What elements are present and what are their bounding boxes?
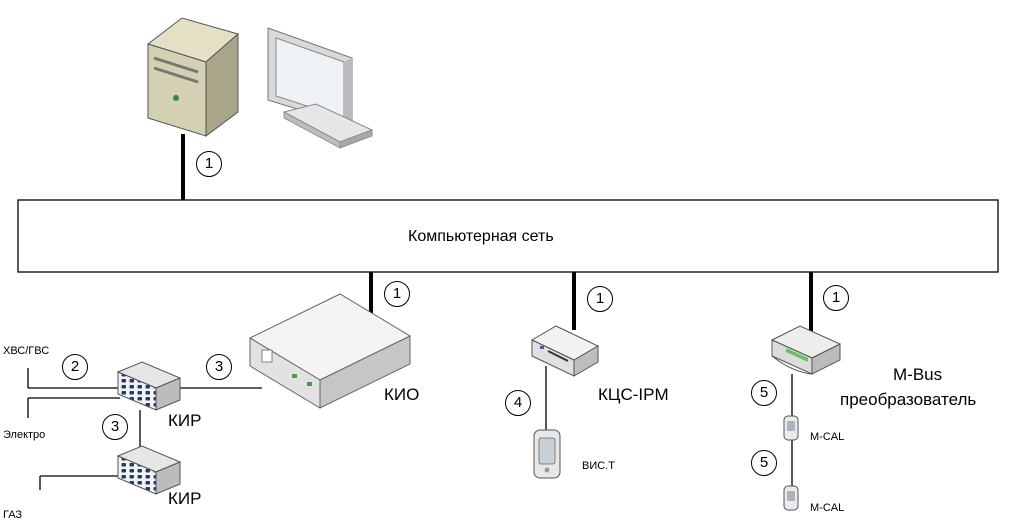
marker-kcs-vis: 4: [505, 390, 531, 416]
kio-label: КИО: [384, 385, 420, 404]
kir-bottom-label: КИР: [168, 489, 202, 508]
mbus-label-line1: M-Bus: [893, 365, 943, 384]
network-bus: [17, 199, 999, 273]
marker-mcal-mcal: 5: [751, 450, 777, 476]
kir-module-icon: [116, 361, 182, 411]
water-input-label: ХВС/ГВС: [3, 345, 50, 357]
kir-top-label: КИР: [168, 411, 202, 430]
monitor-icon: [267, 27, 374, 149]
handheld-icon: [533, 429, 561, 479]
mbus-label-line2: преобразователь: [840, 390, 977, 409]
marker-mbus-mcal: 5: [751, 380, 777, 406]
electro-input-label: Электро: [3, 429, 46, 441]
meter-icon: [783, 415, 799, 441]
server-icon: [146, 17, 240, 137]
marker-water: 2: [62, 354, 88, 380]
network-label: Компьютерная сеть: [408, 228, 554, 245]
marker-kir-kio: 3: [206, 354, 232, 380]
gas-input-label: ГАЗ: [3, 509, 23, 521]
mcal-1-label: M-CAL: [810, 431, 845, 443]
marker-kir-kir: 3: [102, 414, 128, 440]
links: [27, 134, 813, 490]
mbus-converter-icon: [770, 325, 842, 375]
marker-server: 1: [196, 151, 222, 177]
marker-kio: 1: [384, 281, 410, 307]
meter-icon: [783, 485, 799, 511]
kcs-label: КЦС-IPM: [598, 385, 669, 404]
controller-box-icon: [248, 293, 412, 409]
kir-module-icon: [116, 445, 182, 495]
vis-label: ВИС.Т: [582, 460, 615, 472]
router-icon: [530, 325, 600, 377]
mcal-2-label: M-CAL: [810, 502, 845, 514]
marker-kcs: 1: [587, 286, 613, 312]
marker-mbus: 1: [823, 285, 849, 311]
